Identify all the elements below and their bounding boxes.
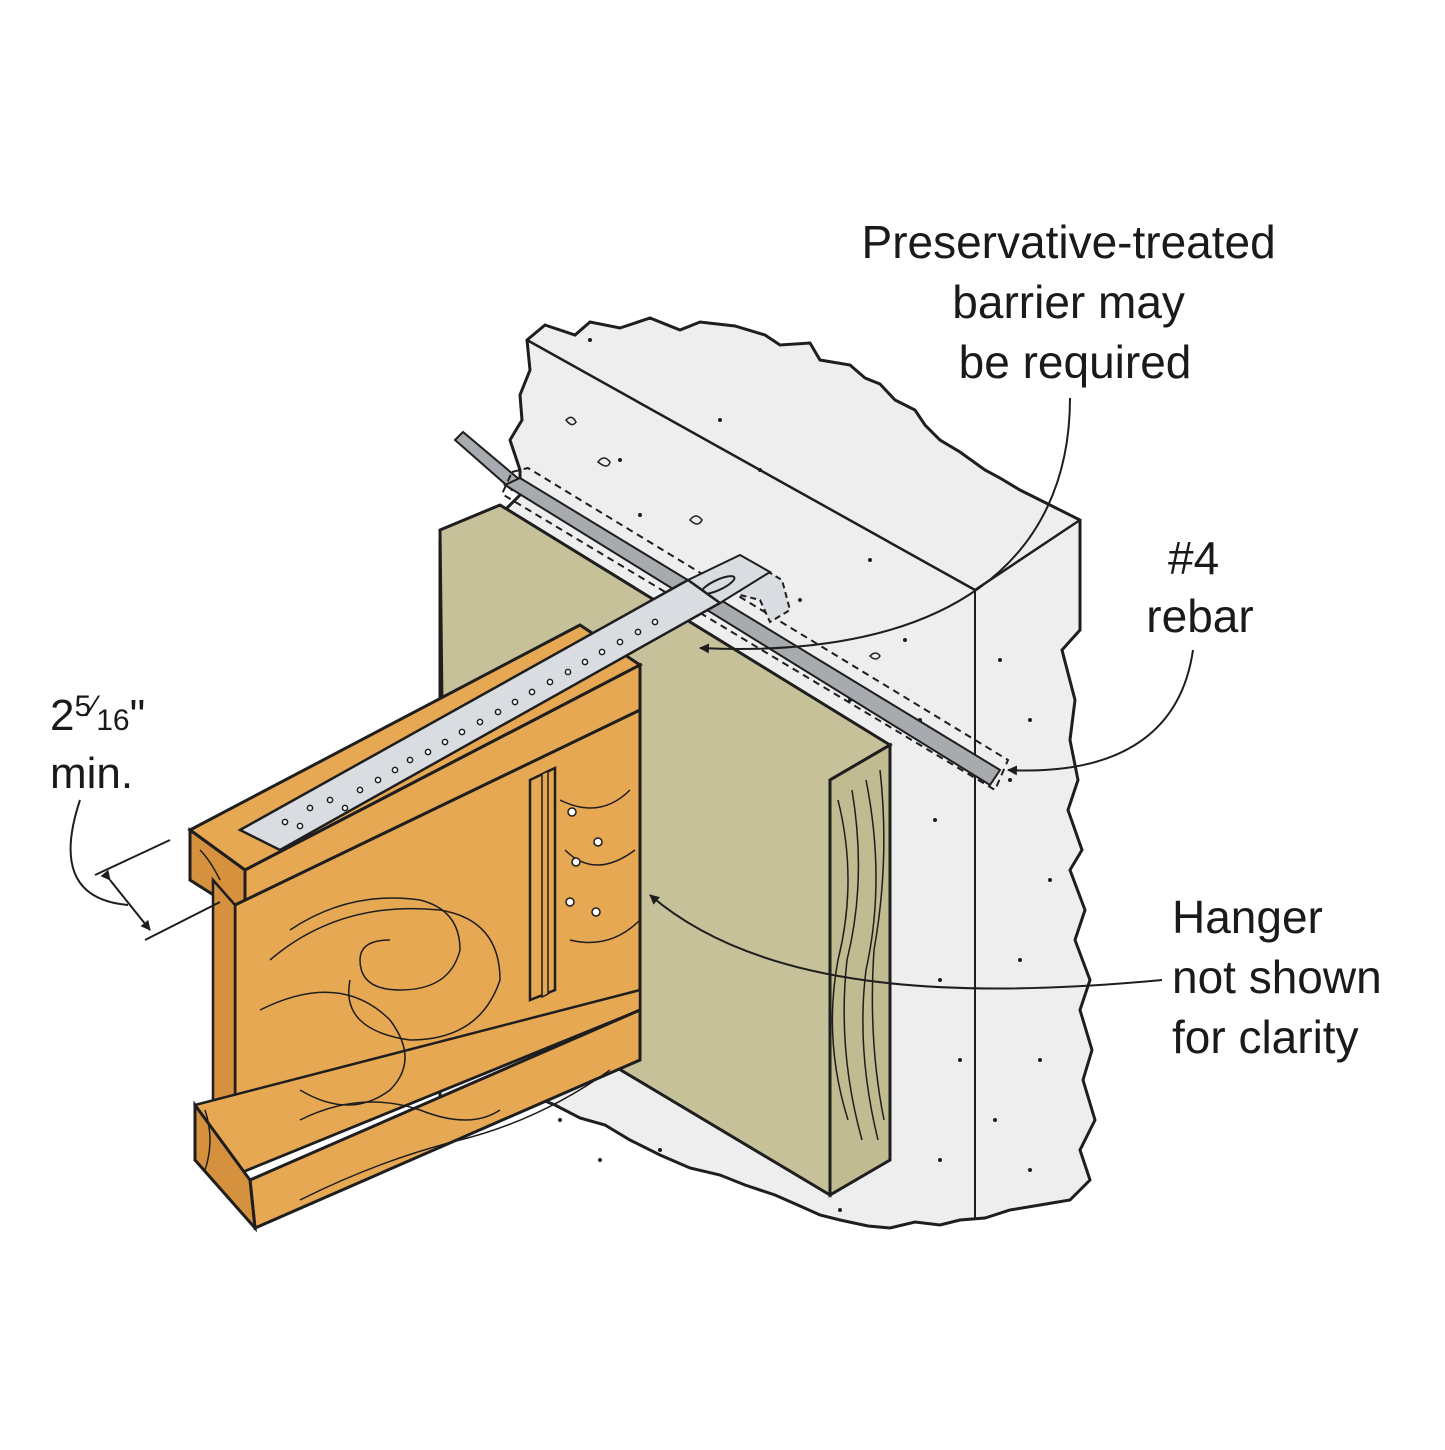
flange-dimension: 25⁄16" min. <box>50 690 221 941</box>
callout-hanger-leader <box>649 894 1163 990</box>
ledger-grain-lines <box>831 769 885 1141</box>
joist-stiffener-2 <box>541 769 549 999</box>
dim-leader <box>69 799 129 906</box>
callout-barrier-text: Preservative-treated barrier may be requ… <box>862 216 1289 388</box>
callout-rebar-line-1: #4 <box>1168 532 1219 584</box>
concrete-speckles <box>558 338 1052 1212</box>
dim-ext-top <box>94 839 171 876</box>
rebar-bar <box>502 476 1002 787</box>
dim-ext-bottom <box>144 901 221 941</box>
strap-holes <box>281 618 659 830</box>
joist-grain <box>199 789 641 1201</box>
callout-barrier-line-2: barrier may <box>952 276 1185 328</box>
strap-lower <box>237 578 723 852</box>
wall-top-edge <box>526 338 976 592</box>
dim-unit: " <box>130 691 146 740</box>
callout-barrier-line-1: Preservative-treated <box>862 216 1276 268</box>
dim-denominator: 16 <box>96 704 129 737</box>
callout-rebar-line-2: rebar <box>1146 590 1253 642</box>
callout-hanger-line-1: Hanger <box>1172 891 1323 943</box>
callout-barrier: Preservative-treated barrier may be requ… <box>699 216 1289 654</box>
strap-body <box>237 578 723 852</box>
callout-barrier-line-3: be required <box>959 336 1192 388</box>
callout-hanger-line-3: for clarity <box>1172 1011 1359 1063</box>
ledger-end-grain <box>828 742 892 1198</box>
dimension-suffix: min. <box>50 749 133 798</box>
dimension-label: 25⁄16" <box>50 690 145 740</box>
callout-rebar-text: #4 rebar <box>1146 532 1253 642</box>
callout-hanger-text: Hanger not shown for clarity <box>1172 891 1394 1063</box>
barrier-dashed-outline <box>500 466 1010 792</box>
i-joist <box>187 623 643 1233</box>
callout-rebar: #4 rebar <box>1007 532 1254 776</box>
callout-hanger-line-2: not shown <box>1172 951 1382 1003</box>
concrete-aggregate <box>565 416 881 660</box>
callout-barrier-leader <box>699 397 1071 654</box>
joist-nail-holes <box>565 807 603 917</box>
dim-numerator: 5 <box>74 690 91 723</box>
callout-hanger: Hanger not shown for clarity <box>649 891 1394 1063</box>
callout-rebar-leader <box>1007 649 1194 776</box>
dim-whole: 2 <box>50 691 74 740</box>
rebar <box>453 430 1010 792</box>
dim-arrow-line <box>100 869 151 931</box>
